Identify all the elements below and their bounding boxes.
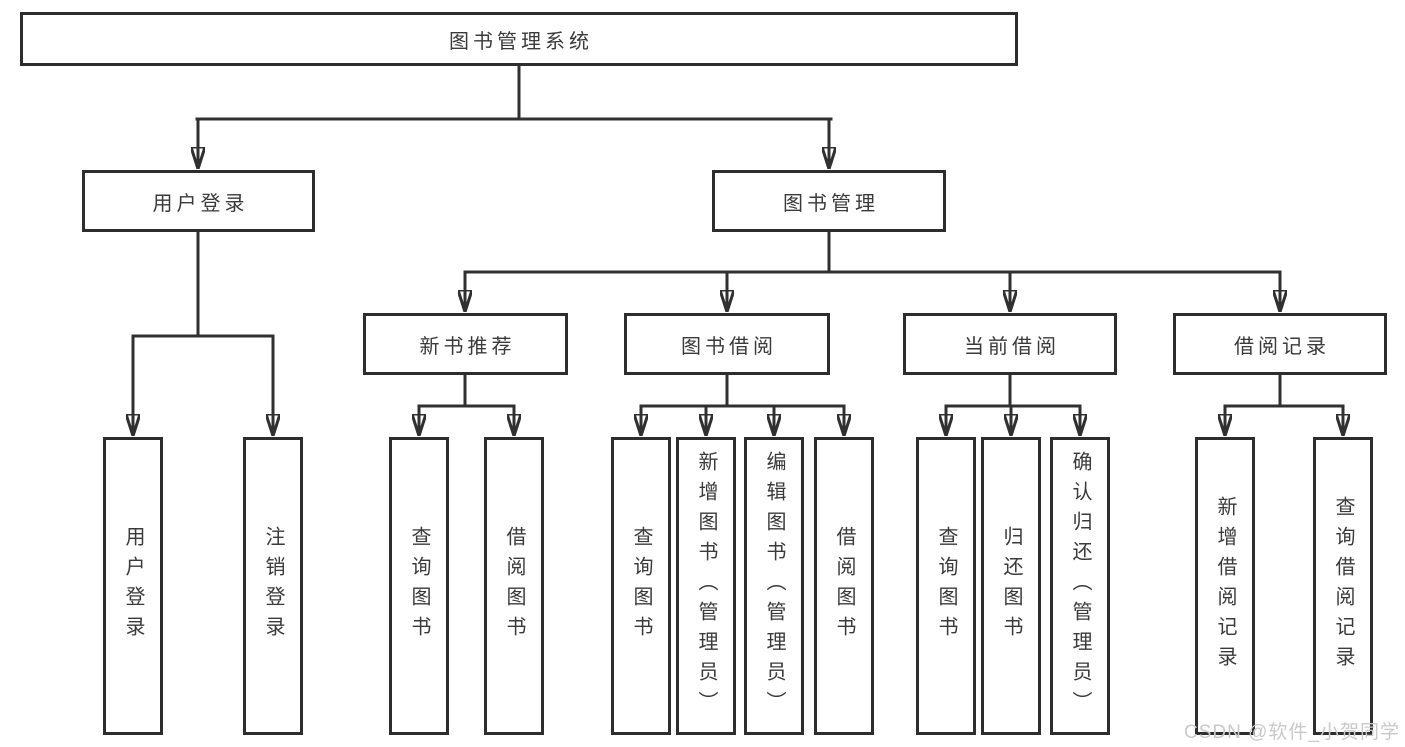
node-library-management-system: 图书管理系统 — [20, 12, 1018, 66]
node-book-borrowing: 图书借阅 — [624, 313, 830, 375]
node-label: 用户登录 — [152, 192, 249, 215]
leaf-query-books-recommend: 查询图书 — [389, 437, 449, 735]
leaf-borrow-books-borrowing: 借阅图书 — [814, 437, 874, 735]
leaf-add-borrowing-record: 新增借阅记录 — [1195, 437, 1255, 735]
node-label: 新增借阅记录 — [1214, 496, 1236, 676]
node-new-book-recommendation: 新书推荐 — [363, 313, 568, 375]
csdn-watermark: CSDN @软件_小贺同学 — [1184, 722, 1400, 743]
node-label: 查询图书 — [935, 526, 957, 646]
node-label: 确认归还（管理员） — [1069, 451, 1091, 721]
node-label: 查询图书 — [630, 526, 652, 646]
node-label: 借阅图书 — [833, 526, 855, 646]
node-label: 图书借阅 — [681, 335, 777, 358]
node-label: 用户登录 — [122, 526, 144, 646]
node-label: 查询借阅记录 — [1332, 496, 1354, 676]
leaf-confirm-return-admin: 确认归还（管理员） — [1050, 437, 1110, 735]
node-current-borrowing: 当前借阅 — [903, 313, 1117, 375]
node-label: 注销登录 — [262, 526, 284, 646]
leaf-logout: 注销登录 — [243, 437, 303, 735]
node-label: 借阅图书 — [503, 526, 525, 646]
leaf-return-books: 归还图书 — [981, 437, 1041, 735]
leaf-query-borrowing-record: 查询借阅记录 — [1313, 437, 1373, 735]
leaf-add-books-admin: 新增图书（管理员） — [676, 437, 736, 735]
node-label: 查询图书 — [408, 526, 430, 646]
node-label: 当前借阅 — [964, 335, 1060, 358]
leaf-query-books-current: 查询图书 — [916, 437, 976, 735]
leaf-user-login: 用户登录 — [103, 437, 163, 735]
leaf-edit-books-admin: 编辑图书（管理员） — [744, 437, 804, 735]
leaf-query-books-borrowing: 查询图书 — [611, 437, 671, 735]
node-borrowing-records: 借阅记录 — [1173, 313, 1387, 375]
node-label: 归还图书 — [1000, 526, 1022, 646]
node-user-login: 用户登录 — [82, 170, 315, 232]
node-label: 新书推荐 — [419, 335, 516, 358]
node-book-management: 图书管理 — [712, 170, 946, 232]
node-label: 编辑图书（管理员） — [763, 451, 785, 721]
node-label: 借阅记录 — [1234, 335, 1330, 358]
node-label: 图书管理 — [783, 192, 879, 215]
node-label: 新增图书（管理员） — [695, 451, 717, 721]
leaf-borrow-books-recommend: 借阅图书 — [484, 437, 544, 735]
node-label: 图书管理系统 — [449, 30, 593, 53]
